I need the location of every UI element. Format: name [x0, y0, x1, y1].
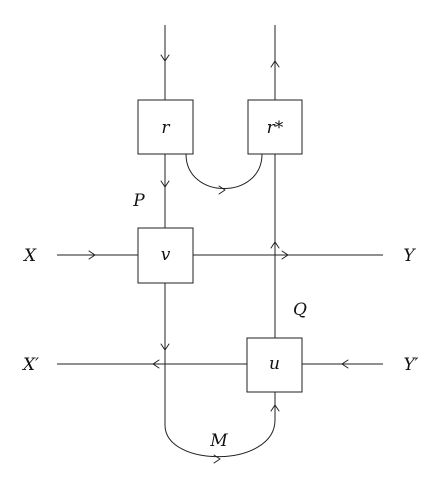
- box-u-frame: [246, 337, 303, 393]
- label-p: P: [132, 191, 145, 211]
- box-r: r: [137, 99, 194, 155]
- arrow-down-top-left: [160, 54, 170, 62]
- arrow-up-q: [270, 241, 280, 249]
- arrow-down-p: [160, 180, 170, 188]
- label-y: Y: [403, 246, 416, 266]
- wire-labels: P Q M X Y X′ Y′: [21, 191, 419, 451]
- arrow-right-r-cup: [218, 185, 226, 195]
- arrow-right-y: [281, 250, 289, 260]
- label-m: M: [209, 431, 228, 451]
- arrow-up-top-right: [270, 60, 280, 68]
- arrow-up-m-right: [270, 404, 280, 412]
- box-v-frame: [137, 227, 194, 284]
- wire-m-cup: [164, 419, 276, 458]
- box-v: v: [137, 227, 194, 284]
- box-r-star: r*: [247, 99, 303, 155]
- label-x-prime: X′: [21, 355, 39, 375]
- arrow-right-x: [88, 250, 96, 260]
- arrow-left-x-prime: [152, 359, 160, 369]
- arrow-down-v: [160, 343, 170, 351]
- box-r-label: r: [161, 118, 170, 138]
- wires: [57, 25, 383, 458]
- wire-r-cup: [185, 153, 263, 189]
- box-r-frame: [137, 99, 194, 155]
- box-r-star-label: r*: [267, 118, 284, 138]
- box-u: u: [246, 337, 303, 393]
- arrow-right-m-cup: [213, 454, 221, 464]
- label-q: Q: [293, 300, 307, 320]
- label-x: X: [22, 246, 37, 266]
- arrow-left-y-prime: [341, 359, 349, 369]
- box-u-label: u: [269, 354, 280, 374]
- box-v-label: v: [161, 245, 171, 265]
- label-y-prime: Y′: [403, 355, 418, 375]
- arrowheads: [88, 54, 349, 464]
- box-r-star-frame: [247, 99, 303, 155]
